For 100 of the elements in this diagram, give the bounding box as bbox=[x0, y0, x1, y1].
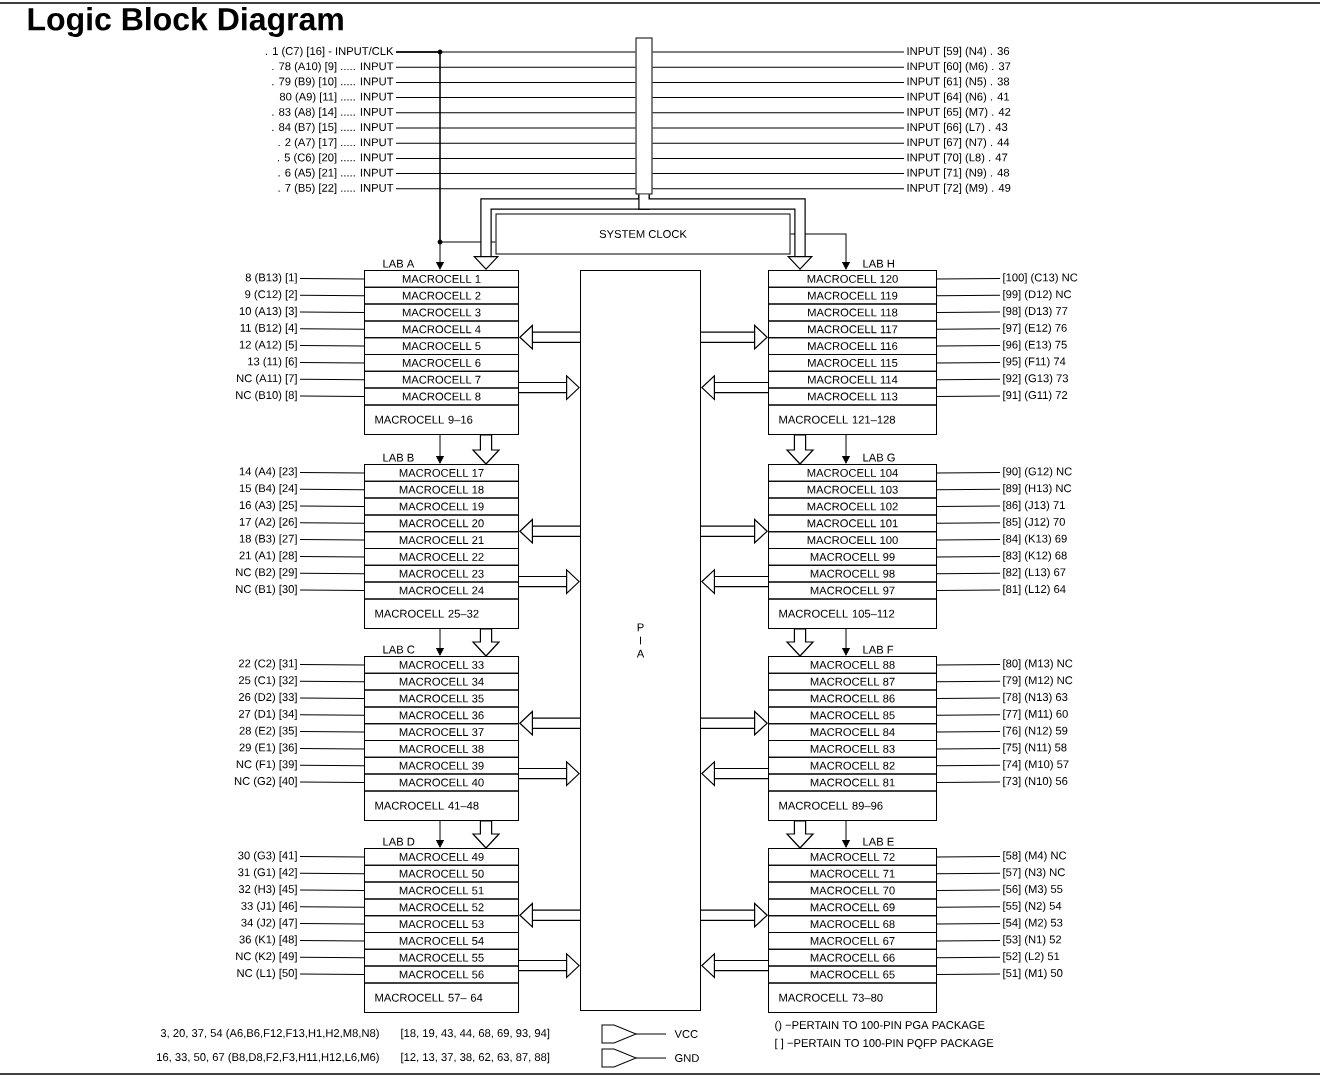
connector-line bbox=[395, 66, 636, 68]
connector-line bbox=[395, 173, 636, 175]
arrow bbox=[790, 233, 850, 270]
connector-line bbox=[936, 345, 1001, 347]
block-arrow bbox=[471, 434, 501, 465]
connector-line bbox=[936, 555, 1001, 558]
connector-line bbox=[299, 663, 365, 666]
connector-line bbox=[936, 277, 1001, 280]
connector-line bbox=[652, 112, 905, 114]
connector-line bbox=[936, 973, 1001, 975]
connector-line bbox=[936, 361, 1001, 364]
arrow bbox=[842, 628, 850, 656]
connector-line bbox=[936, 294, 1001, 297]
connector-line bbox=[395, 127, 636, 129]
connector-line bbox=[936, 747, 1001, 750]
connector-line bbox=[299, 889, 365, 891]
connector-line bbox=[299, 277, 365, 280]
arrow bbox=[842, 820, 850, 848]
connector-line bbox=[299, 589, 365, 591]
block-arrow bbox=[785, 628, 815, 657]
connector-line bbox=[936, 906, 1001, 908]
connector-line bbox=[652, 142, 905, 144]
connector-line bbox=[936, 311, 1001, 313]
block-arrow bbox=[519, 902, 580, 929]
connector-line bbox=[299, 294, 365, 297]
connector-line bbox=[395, 51, 496, 243]
block-arrow bbox=[785, 820, 815, 849]
arrow bbox=[436, 820, 444, 848]
connector-line bbox=[299, 311, 365, 313]
connector-line bbox=[299, 697, 365, 699]
arrow bbox=[436, 628, 444, 656]
connector-line bbox=[936, 697, 1001, 699]
connector-line bbox=[299, 505, 365, 507]
block-arrow bbox=[519, 518, 580, 545]
connector-line bbox=[299, 680, 365, 683]
connector-line bbox=[299, 539, 365, 541]
connector-line bbox=[936, 539, 1001, 541]
connector-line bbox=[299, 764, 365, 767]
connector-line bbox=[299, 328, 365, 330]
connector-line bbox=[299, 471, 365, 474]
connector-line bbox=[299, 731, 365, 733]
connector-line bbox=[936, 680, 1001, 683]
connector-line bbox=[299, 781, 365, 783]
connector-line bbox=[936, 505, 1001, 507]
arrow bbox=[436, 434, 444, 464]
connector-line bbox=[936, 956, 1001, 959]
connector-line bbox=[395, 81, 636, 83]
connector-line bbox=[299, 345, 365, 347]
connector-line bbox=[299, 522, 365, 524]
connector-line bbox=[652, 173, 905, 175]
connector-line bbox=[652, 97, 905, 99]
block-arrow bbox=[519, 710, 580, 737]
connector-line bbox=[652, 157, 905, 159]
connector-line bbox=[936, 395, 1001, 397]
connector-line bbox=[299, 378, 365, 381]
connector-line bbox=[936, 663, 1001, 666]
connector-line bbox=[936, 328, 1001, 330]
connector-line bbox=[299, 555, 365, 558]
connector-line bbox=[299, 923, 365, 925]
connector-line bbox=[395, 142, 636, 144]
connector-line bbox=[299, 855, 365, 858]
connector-line bbox=[936, 589, 1001, 591]
arrow bbox=[842, 434, 850, 464]
connector-line bbox=[395, 188, 636, 190]
block-arrow bbox=[471, 628, 501, 657]
connector-line bbox=[299, 872, 365, 875]
connector-line bbox=[936, 923, 1001, 925]
connector-line bbox=[936, 714, 1001, 716]
title: Logic Block Diagram bbox=[28, 7, 343, 37]
bus-bar bbox=[635, 37, 653, 195]
connector-line bbox=[395, 97, 636, 99]
connector-line bbox=[652, 51, 905, 53]
connector-line bbox=[299, 973, 365, 975]
connector-line bbox=[936, 872, 1001, 875]
connector-line bbox=[395, 157, 636, 159]
connector-line bbox=[936, 731, 1001, 733]
connector-line bbox=[299, 906, 365, 908]
connector-line bbox=[936, 889, 1001, 891]
connector-line bbox=[652, 127, 905, 129]
connector-line bbox=[652, 66, 905, 68]
connector-line bbox=[936, 572, 1001, 575]
block-arrow bbox=[519, 324, 580, 351]
connector-line bbox=[936, 488, 1001, 491]
connector-line bbox=[299, 747, 365, 750]
connector-line bbox=[652, 81, 905, 83]
connector-line bbox=[936, 522, 1001, 524]
connector-line bbox=[936, 471, 1001, 474]
connector-line bbox=[299, 956, 365, 959]
connector-line bbox=[936, 855, 1001, 858]
connector-line bbox=[299, 395, 365, 397]
connector-line bbox=[299, 714, 365, 716]
connector-line bbox=[652, 188, 905, 190]
connector-line bbox=[299, 361, 365, 364]
connector-line bbox=[299, 939, 365, 942]
connector-line bbox=[299, 572, 365, 575]
block-arrow bbox=[785, 434, 815, 465]
connector-line bbox=[299, 488, 365, 491]
block-arrow bbox=[638, 194, 814, 270]
connector-line bbox=[395, 112, 636, 114]
connector-line bbox=[936, 939, 1001, 942]
